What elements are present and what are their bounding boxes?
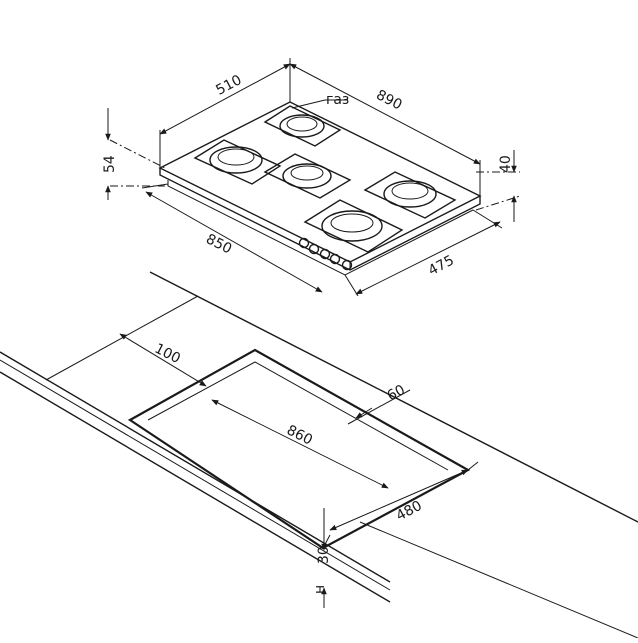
hob-drawing: газ 510 890 54 40 <box>102 58 521 297</box>
burner-5 <box>303 199 404 253</box>
dim-height-54: 54 <box>102 108 166 200</box>
dim-offset-100: 100 <box>119 333 207 387</box>
dim-label-510: 510 <box>213 72 244 99</box>
dim-label-850: 850 <box>203 231 234 257</box>
countertop-drawing: 100 60 860 480 30 н <box>0 271 638 639</box>
dim-base-depth-475: 475 <box>344 209 503 297</box>
dim-height-40: 40 <box>475 150 521 222</box>
gas-label: газ <box>326 92 349 108</box>
dim-label-860: 860 <box>284 422 315 448</box>
countertop-lower-line <box>359 521 638 639</box>
dim-label-480: 480 <box>394 498 425 525</box>
burner-4 <box>363 171 457 219</box>
dim-label-54: 54 <box>102 155 118 173</box>
dim-offset-60: 60 <box>347 382 411 425</box>
burner-3 <box>263 153 352 199</box>
knob <box>329 253 341 265</box>
burner-2 <box>193 139 282 185</box>
dim-thickness-30: 30 н <box>312 508 332 608</box>
dim-label-30-prefix: н <box>312 585 328 594</box>
burner-grid <box>193 105 457 253</box>
dim-label-890: 890 <box>373 87 404 113</box>
dim-label-30: 30 <box>316 546 332 564</box>
dim-cutout-width-860: 860 <box>211 399 389 489</box>
knob <box>341 259 353 271</box>
countertop-back-edge <box>149 271 638 523</box>
dim-width-890: 890 <box>289 63 481 196</box>
dim-label-60: 60 <box>385 382 408 404</box>
gas-leader-line <box>291 99 326 109</box>
dim-base-width-850: 850 <box>141 183 323 293</box>
burner-1 <box>263 105 342 147</box>
dim-depth-510: 510 <box>159 58 291 168</box>
cutout-outline <box>127 348 471 550</box>
countertop-front-inner-edge <box>0 359 391 591</box>
dim-label-40: 40 <box>498 155 514 173</box>
countertop-front-bottom-edge <box>0 371 391 603</box>
